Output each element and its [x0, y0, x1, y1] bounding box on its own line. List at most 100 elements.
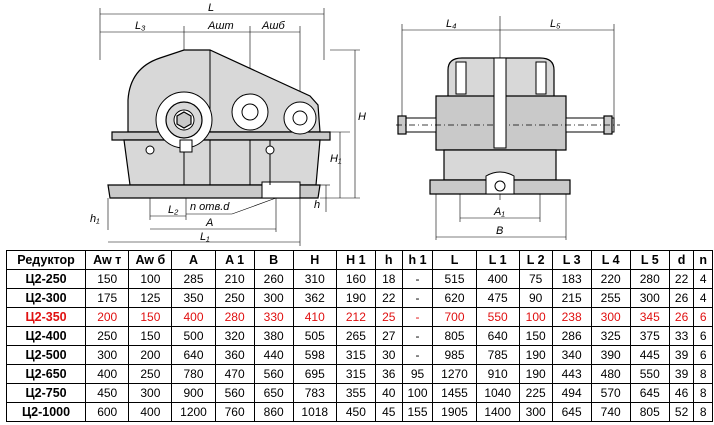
- table-cell: 355: [335, 383, 376, 403]
- table-cell: 480: [590, 364, 631, 384]
- table-cell: 26: [668, 307, 695, 327]
- table-cell: 260: [253, 269, 294, 289]
- table-cell: 22: [374, 288, 403, 308]
- dim-label-h1: h₁: [90, 213, 100, 225]
- column-header: L 1: [475, 250, 520, 270]
- table-cell: 220: [590, 269, 631, 289]
- table-cell: 350: [171, 288, 216, 308]
- dim-label-B: B: [496, 225, 503, 237]
- table-cell: 90: [518, 288, 553, 308]
- model-name-cell: Ц2-400: [5, 326, 87, 346]
- dim-label-L5: L₅: [550, 18, 561, 30]
- model-name-cell: Ц2-500: [5, 345, 87, 365]
- table-cell: 280: [629, 269, 670, 289]
- table-cell: 125: [128, 288, 173, 308]
- table-cell: 450: [85, 383, 130, 403]
- table-cell: 6: [693, 307, 713, 327]
- model-name-cell: Ц2-1000: [5, 402, 87, 422]
- table-cell: 440: [253, 345, 294, 365]
- column-header: L 5: [629, 250, 670, 270]
- table-cell: 4: [693, 288, 713, 308]
- table-cell: 550: [629, 364, 670, 384]
- table-cell: 315: [335, 345, 376, 365]
- table-cell: 340: [551, 345, 592, 365]
- table-cell: 33: [668, 326, 695, 346]
- table-cell: 190: [518, 345, 553, 365]
- table-cell: 910: [475, 364, 520, 384]
- dim-label-h: h: [314, 199, 320, 211]
- table-cell: 300: [128, 383, 173, 403]
- gearbox-drawing: L L₃ Aшт Aшб: [90, 2, 620, 246]
- table-cell: 695: [292, 364, 337, 384]
- table-cell: 300: [85, 345, 130, 365]
- dim-label-H: H: [358, 111, 366, 123]
- table-cell: 570: [590, 383, 631, 403]
- column-header: H: [292, 250, 337, 270]
- table-cell: 410: [292, 307, 337, 327]
- table-cell: 212: [335, 307, 376, 327]
- column-header: L 2: [518, 250, 553, 270]
- table-cell: 150: [85, 269, 130, 289]
- table-cell: 985: [432, 345, 477, 365]
- model-name-cell: Ц2-250: [5, 269, 87, 289]
- table-cell: 300: [629, 288, 670, 308]
- dim-label-L3: L₃: [135, 20, 146, 32]
- table-cell: 1455: [432, 383, 477, 403]
- front-view: L L₃ Aшт Aшб: [90, 2, 366, 246]
- table-cell: 210: [214, 269, 255, 289]
- table-cell: 443: [551, 364, 592, 384]
- table-cell: 1400: [475, 402, 520, 422]
- table-cell: 45: [374, 402, 403, 422]
- table-cell: 400: [85, 364, 130, 384]
- table-cell: 150: [518, 326, 553, 346]
- table-cell: 560: [214, 383, 255, 403]
- table-cell: 100: [401, 383, 434, 403]
- table-cell: 183: [551, 269, 592, 289]
- table-cell: 175: [85, 288, 130, 308]
- table-cell: 470: [214, 364, 255, 384]
- table-cell: 300: [518, 402, 553, 422]
- table-cell: 700: [432, 307, 477, 327]
- table-cell: 560: [253, 364, 294, 384]
- table-cell: 740: [590, 402, 631, 422]
- table-cell: 640: [171, 345, 216, 365]
- table-cell: 39: [668, 345, 695, 365]
- table-cell: 300: [590, 307, 631, 327]
- table-cell: 1200: [171, 402, 216, 422]
- table-cell: 238: [551, 307, 592, 327]
- table-cell: 150: [128, 326, 173, 346]
- table-cell: 445: [629, 345, 670, 365]
- table-cell: 598: [292, 345, 337, 365]
- table-cell: 286: [551, 326, 592, 346]
- table-cell: 860: [253, 402, 294, 422]
- table-cell: 27: [374, 326, 403, 346]
- table-cell: 325: [590, 326, 631, 346]
- column-header: A: [171, 250, 216, 270]
- table-cell: 225: [518, 383, 553, 403]
- table-cell: 250: [214, 288, 255, 308]
- column-header: A 1: [214, 250, 255, 270]
- table-cell: 250: [128, 364, 173, 384]
- table-cell: -: [401, 345, 434, 365]
- table-cell: 300: [253, 288, 294, 308]
- table-cell: 600: [85, 402, 130, 422]
- table-cell: 46: [668, 383, 695, 403]
- table-cell: 200: [85, 307, 130, 327]
- table-cell: 900: [171, 383, 216, 403]
- table-cell: 8: [693, 402, 713, 422]
- table-cell: 805: [629, 402, 670, 422]
- table-cell: 400: [171, 307, 216, 327]
- table-cell: 494: [551, 383, 592, 403]
- table-cell: 190: [518, 364, 553, 384]
- table-cell: -: [401, 307, 434, 327]
- dim-label-H1: H₁: [330, 153, 342, 165]
- table-cell: 6: [693, 326, 713, 346]
- side-view: L₄ L₅ A₁ B: [396, 16, 620, 240]
- table-cell: 390: [590, 345, 631, 365]
- table-cell: 4: [693, 269, 713, 289]
